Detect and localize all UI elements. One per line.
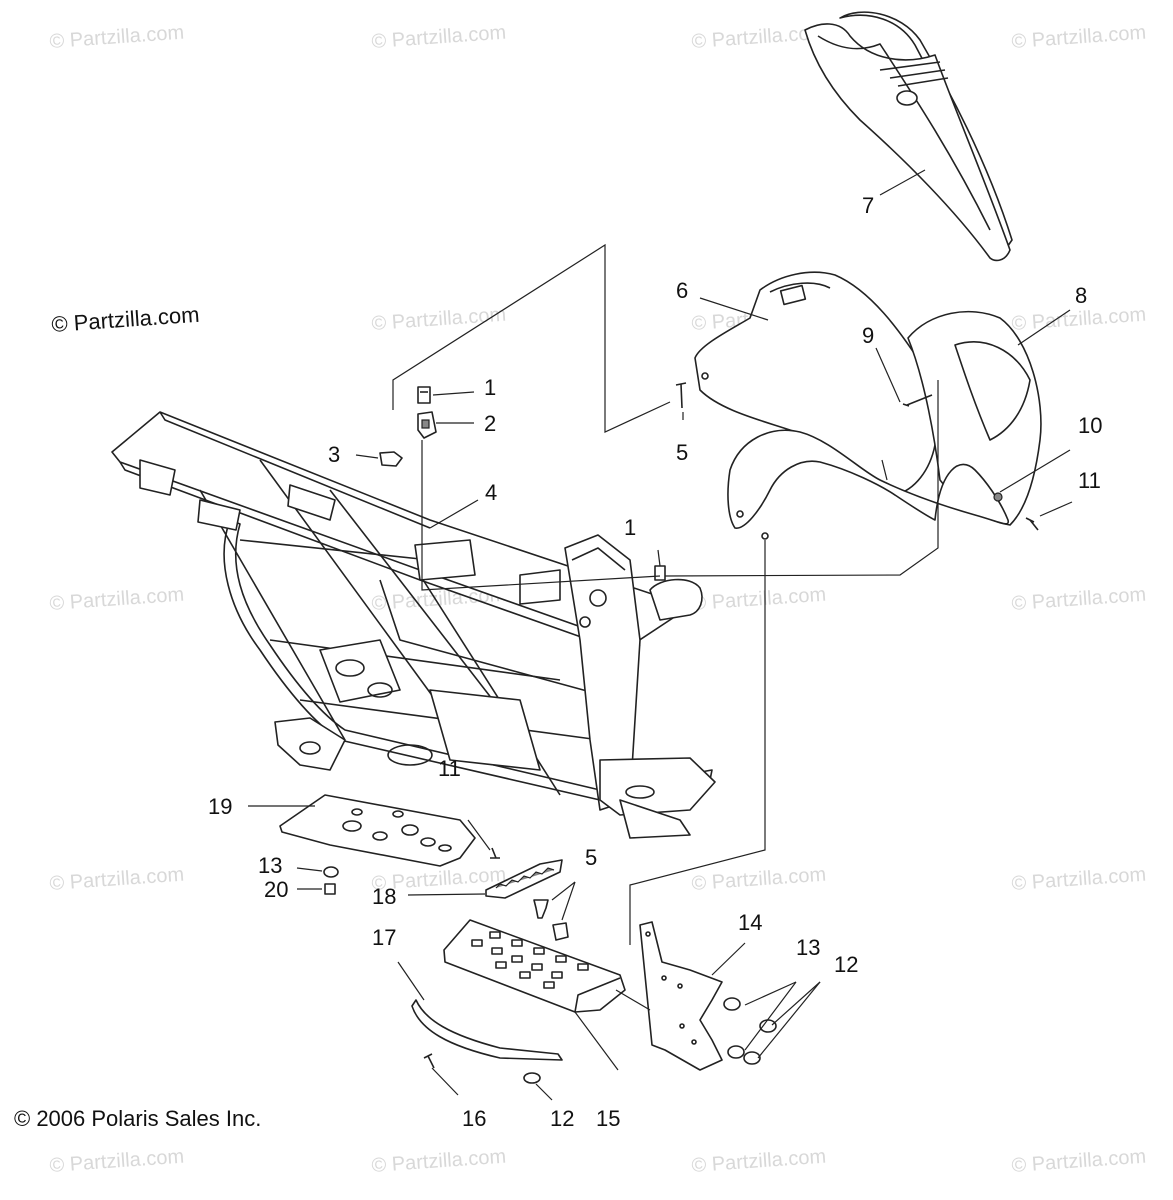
watermark: © Partzilla.com <box>691 864 827 895</box>
callout-3: 3 <box>328 442 340 467</box>
callout-9: 9 <box>862 323 874 348</box>
watermark: © Partzilla.com <box>1011 304 1147 335</box>
watermark: © Partzilla.com <box>1011 864 1147 895</box>
callout-12-lower: 12 <box>550 1106 574 1131</box>
watermark: © Partzilla.com <box>1011 22 1147 53</box>
part-1-clip-lower <box>654 565 666 581</box>
watermark: © Partzilla.com <box>371 304 507 335</box>
part-16-screw <box>423 1053 435 1069</box>
callout-2: 2 <box>484 411 496 436</box>
callout-5-upper: 5 <box>676 440 688 465</box>
callout-20: 20 <box>264 877 288 902</box>
part-17-trim <box>411 999 563 1061</box>
part-9-screw <box>902 394 933 407</box>
part-5-screw-upper <box>675 382 687 409</box>
part-11-screw-right <box>1025 517 1039 531</box>
part-10-inner-fender <box>727 429 1009 540</box>
callout-17: 17 <box>372 925 396 950</box>
watermark: © Partzilla.com <box>371 1146 507 1177</box>
part-19-skid-plate <box>279 794 476 867</box>
callout-11-lower: 11 <box>438 756 461 781</box>
callout-8: 8 <box>1075 283 1087 308</box>
watermark: © Partzilla.com <box>691 584 827 615</box>
callout-19: 19 <box>208 794 232 819</box>
part-13-washers-right <box>723 997 745 1059</box>
part-11-screw-lower <box>490 847 500 859</box>
callout-10: 10 <box>1078 413 1102 438</box>
watermark: © Partzilla.com <box>1011 584 1147 615</box>
watermark: © Partzilla.com <box>691 1146 827 1177</box>
watermark: © Partzilla.com <box>371 22 507 53</box>
callout-5-lower: 5 <box>585 845 597 870</box>
callout-labels: 1 2 3 4 5 6 7 8 9 10 11 1 5 11 13 20 18 … <box>208 193 1102 1131</box>
callout-16: 16 <box>462 1106 486 1131</box>
part-5-pins-lower <box>533 899 569 941</box>
part-4-frame <box>111 411 716 839</box>
part-7-tank-cover <box>804 11 1013 262</box>
callout-12-right: 12 <box>834 952 858 977</box>
part-3-bolt <box>379 451 403 467</box>
part-18-strip <box>485 859 563 899</box>
callout-7: 7 <box>862 193 874 218</box>
callout-6: 6 <box>676 278 688 303</box>
callout-11-right: 11 <box>1078 468 1101 493</box>
watermark: © Partzilla.com <box>49 584 185 615</box>
callout-4: 4 <box>485 480 497 505</box>
part-15-footrest <box>443 919 626 1013</box>
callout-15: 15 <box>596 1106 620 1131</box>
watermark: © Partzilla.com <box>1011 1146 1147 1177</box>
part-20-bolt <box>324 883 336 895</box>
watermark: © Partzilla.com <box>49 864 185 895</box>
part-8-rear-fender <box>907 310 1042 526</box>
callout-1-upper: 1 <box>484 375 496 400</box>
callout-13-left: 13 <box>258 853 282 878</box>
part-2-bracket <box>417 411 437 439</box>
callout-14: 14 <box>738 910 762 935</box>
leader-lines <box>248 169 1073 1101</box>
callout-18: 18 <box>372 884 396 909</box>
copyright-notice: © 2006 Polaris Sales Inc. <box>14 1106 261 1131</box>
part-1-clip-upper <box>417 386 431 404</box>
watermark: © Partzilla.com <box>691 22 827 53</box>
watermark: © Partzilla.com <box>49 1146 185 1177</box>
part-12-nuts-right <box>743 1019 777 1065</box>
brand-notice: © Partzilla.com <box>51 302 201 337</box>
part-14-mudflap <box>639 921 723 1071</box>
callout-1-lower: 1 <box>624 515 636 540</box>
callout-13-right: 13 <box>796 935 820 960</box>
part-12-nut-lower <box>523 1072 541 1084</box>
part-13-washer-left <box>323 866 339 878</box>
watermark: © Partzilla.com <box>49 22 185 53</box>
